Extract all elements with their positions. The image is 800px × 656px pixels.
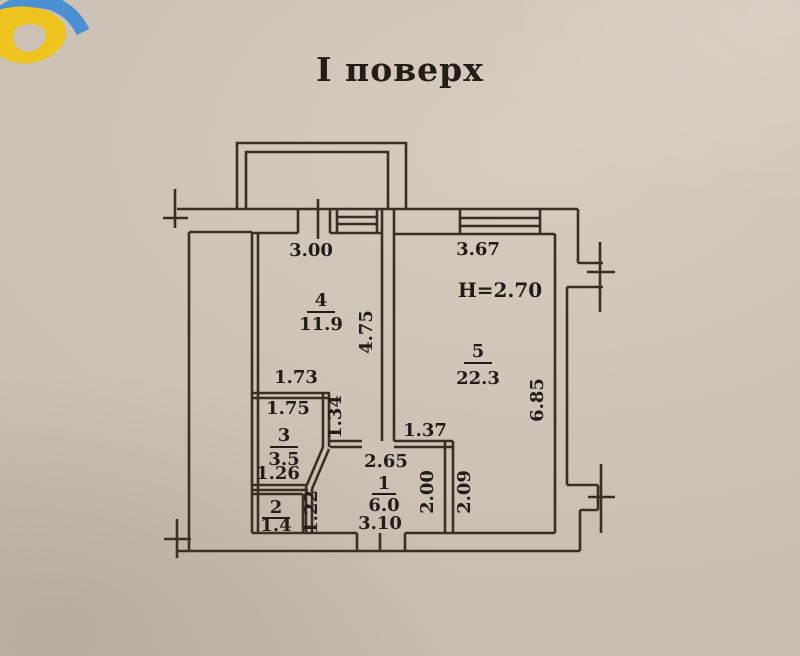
dim-1-34: 1.34 bbox=[325, 395, 346, 439]
dim-room4-depth: 4.75 bbox=[356, 310, 377, 354]
room-2-area: 1.4 bbox=[260, 515, 291, 536]
dim-1-26: 1.26 bbox=[256, 463, 300, 484]
room-5-area: 22.3 bbox=[456, 368, 500, 389]
dim-room5-width: 3.67 bbox=[456, 239, 500, 260]
dim-3-10: 3.10 bbox=[358, 513, 402, 534]
dim-room4-width: 3.00 bbox=[289, 240, 333, 261]
dim-1-37: 1.37 bbox=[403, 420, 447, 441]
dim-1-73: 1.73 bbox=[274, 367, 318, 388]
logo-blue-arc bbox=[0, 0, 90, 36]
room-1-number: 1 bbox=[378, 473, 391, 494]
room-4-number: 4 bbox=[315, 290, 328, 311]
room-3-label: 3 3.5 bbox=[268, 425, 299, 470]
room-2-label: 2 1.4 bbox=[260, 497, 291, 536]
room-4-area: 11.9 bbox=[299, 314, 343, 335]
room-3-area: 3.5 bbox=[268, 449, 299, 470]
page-title: І поверх bbox=[316, 50, 484, 89]
dim-2-65: 2.65 bbox=[364, 451, 408, 472]
dim-2-00: 2.00 bbox=[417, 470, 438, 514]
logo-yellow-ring bbox=[0, 6, 67, 64]
room-5-label: 5 22.3 bbox=[456, 341, 500, 389]
room-1-area: 6.0 bbox=[368, 495, 399, 516]
room-1-label: 1 6.0 bbox=[368, 473, 399, 516]
dim-2-09: 2.09 bbox=[454, 470, 475, 514]
room-5-number: 5 bbox=[472, 341, 485, 362]
ceiling-height-note: Н=2.70 bbox=[458, 278, 542, 302]
room-2-number: 2 bbox=[270, 497, 283, 518]
dim-1-75: 1.75 bbox=[266, 398, 310, 419]
agency-logo bbox=[0, 0, 90, 64]
walls bbox=[163, 141, 615, 558]
room-4-label: 4 11.9 bbox=[299, 290, 343, 335]
dim-1-22: 1.22 bbox=[301, 490, 322, 534]
room-3-number: 3 bbox=[278, 425, 291, 446]
dim-room5-depth: 6.85 bbox=[527, 378, 548, 422]
